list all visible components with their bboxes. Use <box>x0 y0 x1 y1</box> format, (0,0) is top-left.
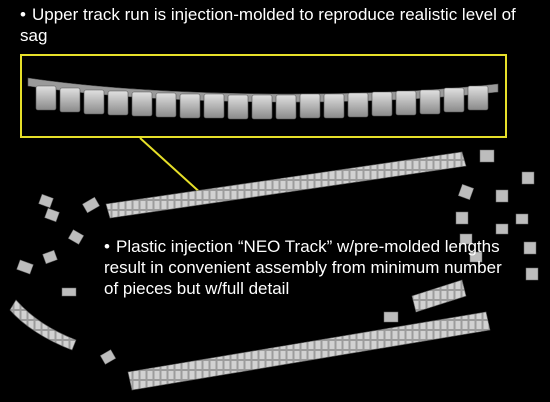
curved-track-segment <box>9 299 77 351</box>
caption-neo-track-text: Plastic injection “NEO Track” w/pre-mold… <box>104 237 502 298</box>
callout-leader-line <box>139 137 205 197</box>
loose-links-left <box>16 193 117 365</box>
loose-links-right <box>383 149 539 323</box>
upper-track-run <box>105 151 467 219</box>
lower-track-run <box>127 311 491 391</box>
bullet-dot-icon: • <box>104 237 110 256</box>
caption-upper-track: •Upper track run is injection-molded to … <box>20 4 520 46</box>
short-track-segment <box>411 279 467 313</box>
caption-upper-track-text: Upper track run is injection-molded to r… <box>20 5 516 45</box>
bullet-dot-icon: • <box>20 5 26 24</box>
caption-neo-track: •Plastic injection “NEO Track” w/pre-mol… <box>104 236 504 299</box>
inset-track-links <box>27 77 499 120</box>
